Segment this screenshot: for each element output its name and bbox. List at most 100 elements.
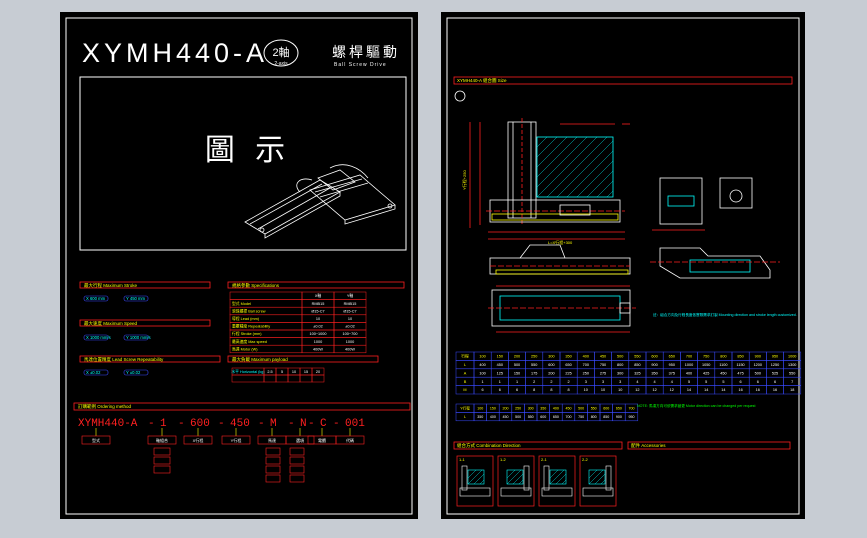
- left-sheet-frame: [65, 17, 413, 515]
- dim-table-text: 14: [721, 388, 725, 392]
- dim-table-text: 100: [479, 355, 485, 359]
- view-marker-icon: [454, 90, 466, 102]
- dim-table-text: 3: [585, 380, 587, 384]
- combo-label: 2-1: [541, 457, 548, 462]
- dim-table-text: 1150: [737, 363, 745, 367]
- axis-badge: 2軸: [272, 45, 289, 59]
- spec-cell-text: X軸: [315, 293, 322, 298]
- dim-table-text: 900: [651, 363, 657, 367]
- order-option-label: Y行程: [231, 437, 242, 443]
- spec-cell-text: 最高速度 Max speed: [232, 339, 267, 344]
- dim-table-text: A: [464, 371, 467, 375]
- dim-table-text: 6: [482, 388, 484, 392]
- combo-frame: [456, 455, 494, 507]
- dim-table-text: 8: [533, 388, 535, 392]
- spec-cell-text: Ø15-C7: [311, 309, 324, 313]
- dim-table-text: 225: [565, 371, 571, 375]
- figure-frame: [79, 76, 407, 251]
- order-option-label: 軸組合: [156, 437, 168, 443]
- layout-note: 註：組合方向及行程長度依實際需求訂製 Mounting direction an…: [653, 312, 797, 317]
- dim-table-text: 250: [531, 355, 537, 359]
- dim-table-text: 525: [772, 371, 778, 375]
- dim-table-text: 1000: [788, 355, 796, 359]
- dim-table-y-text: 750: [578, 415, 584, 419]
- motor-option-box: [265, 465, 281, 474]
- dim-table-text: 150: [497, 355, 503, 359]
- right-sheet-frame: [446, 17, 800, 515]
- option-box: [289, 447, 305, 456]
- payload-cell-text: 2.5: [267, 370, 272, 374]
- dim-table-text: L: [464, 363, 466, 367]
- combo-frame: [579, 455, 617, 507]
- dim-table-text: 450: [497, 363, 503, 367]
- dim-table-y-text: 550: [528, 415, 534, 419]
- dim-table-text: 16: [738, 388, 742, 392]
- repeat-value-y: Y ±0.02: [126, 370, 141, 375]
- top-view-drawing: [488, 285, 636, 333]
- right-sheet: XYMH440-A 組合圖 Size L=X行程+300: [441, 12, 805, 519]
- dim-table-y-text: 950: [629, 415, 635, 419]
- dim-table-y-text: 100: [477, 407, 483, 411]
- spec-cell-text: 100~700: [343, 332, 358, 336]
- dim-table-text: 950: [669, 363, 675, 367]
- spec-cell-text: 型式 Model: [232, 301, 251, 306]
- combination-title: 組合方式 Combination Direction: [457, 442, 521, 449]
- dim-table-text: 14: [687, 388, 691, 392]
- dim-table-text: 4: [636, 380, 638, 384]
- payload-cell: [311, 374, 325, 383]
- speed-value-x: X 1000 mm/s: [86, 335, 111, 340]
- dim-table-text: 750: [600, 363, 606, 367]
- dim-table-text: 3: [602, 380, 604, 384]
- dim-table-text: 200: [548, 371, 554, 375]
- actuator-isometric-sketch: [244, 164, 396, 239]
- combo-y-axis: [523, 465, 530, 491]
- dim-table-text: 12: [652, 388, 656, 392]
- option-box: [289, 456, 305, 465]
- dim-table-y-cell: [624, 412, 639, 422]
- ordering-title: 訂購範例 Ordering method: [78, 403, 132, 410]
- dim-table-text: 650: [669, 355, 675, 359]
- dim-table-text: 1100: [719, 363, 727, 367]
- dim-table-text: 600: [548, 363, 554, 367]
- spec-cell-text: 滾珠螺桿 Ball screw: [232, 308, 266, 313]
- model-title: XYMH440-A: [82, 38, 268, 68]
- max-speed-section: 最大速度 Maximum Speed X 1000 mm/s Y 1000 mm…: [79, 319, 211, 341]
- dim-table-text: 1000: [685, 363, 693, 367]
- order-option-label: 型式: [92, 437, 100, 443]
- spec-cell-text: 400W: [345, 347, 355, 351]
- dim-table-text: 900: [755, 355, 761, 359]
- combo-y-axis: [461, 465, 468, 491]
- dim-table-text: 400: [583, 355, 589, 359]
- order-option-box: [221, 435, 251, 445]
- order-option-box: [285, 435, 315, 445]
- spec-cell-text: RMB15: [344, 302, 357, 306]
- speed-value-y: Y 1000 mm/s: [126, 335, 151, 340]
- combo-hatch: [549, 469, 567, 485]
- dim-table-y-text: 650: [616, 407, 622, 411]
- dim-table-y-text: 600: [603, 407, 609, 411]
- payload-cell-text: 5: [281, 370, 283, 374]
- payload-cell-text: 20: [316, 370, 320, 374]
- order-code-part: 001: [345, 418, 365, 430]
- dim-table-text: 6: [499, 388, 501, 392]
- dim-table-text: 600: [651, 355, 657, 359]
- combo-hatch: [588, 469, 606, 485]
- dim-table-y-text: 800: [591, 415, 597, 419]
- dim-table-text: 325: [634, 371, 640, 375]
- combo-hatch: [506, 469, 524, 485]
- dim-table-text: 150: [514, 371, 520, 375]
- dim-table-y-text: 350: [540, 407, 546, 411]
- spec-cell-text: Y軸: [347, 293, 354, 298]
- dim-table-y-text: Y行程: [460, 406, 470, 411]
- dim-table-text: 750: [703, 355, 709, 359]
- spec-cell: [333, 344, 367, 354]
- green-note: NOTE: 馬達方向可依需求變更 Motor direction can be …: [637, 403, 755, 408]
- dim-table-text: 8: [568, 388, 570, 392]
- figure-caption: 圖 示: [205, 134, 291, 167]
- right-sheet-bg: [441, 12, 805, 519]
- end-view-drawings: [650, 177, 780, 279]
